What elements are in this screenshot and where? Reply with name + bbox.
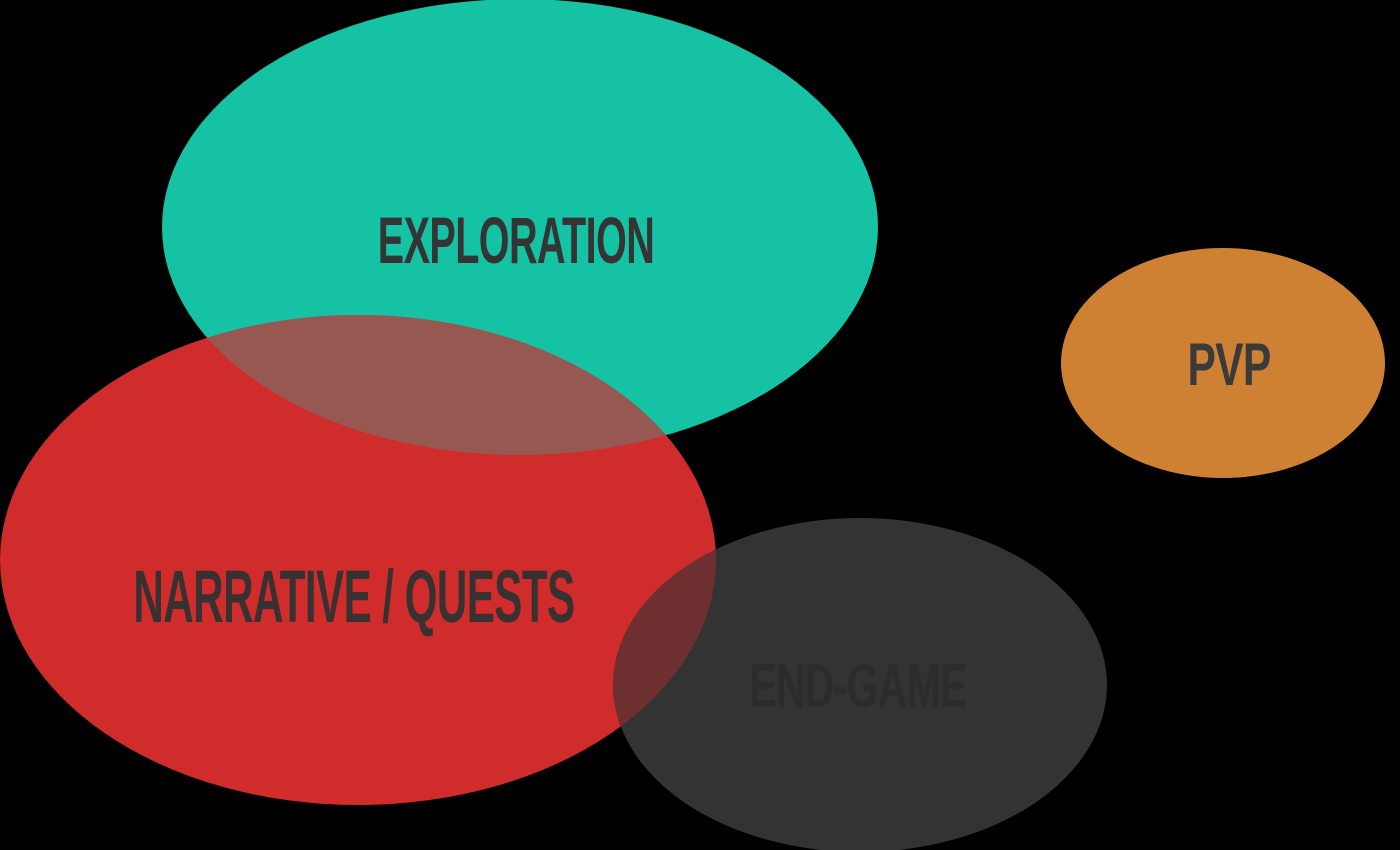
end-game-label: END-GAME	[749, 652, 966, 722]
narrative-quests-label: NARRATIVE / QUESTS	[133, 554, 574, 638]
pvp-label: PVP	[1187, 332, 1270, 399]
end-game-ellipse	[613, 518, 1107, 850]
pvp-ellipse	[1061, 248, 1385, 478]
exploration-label: EXPLORATION	[378, 204, 654, 278]
